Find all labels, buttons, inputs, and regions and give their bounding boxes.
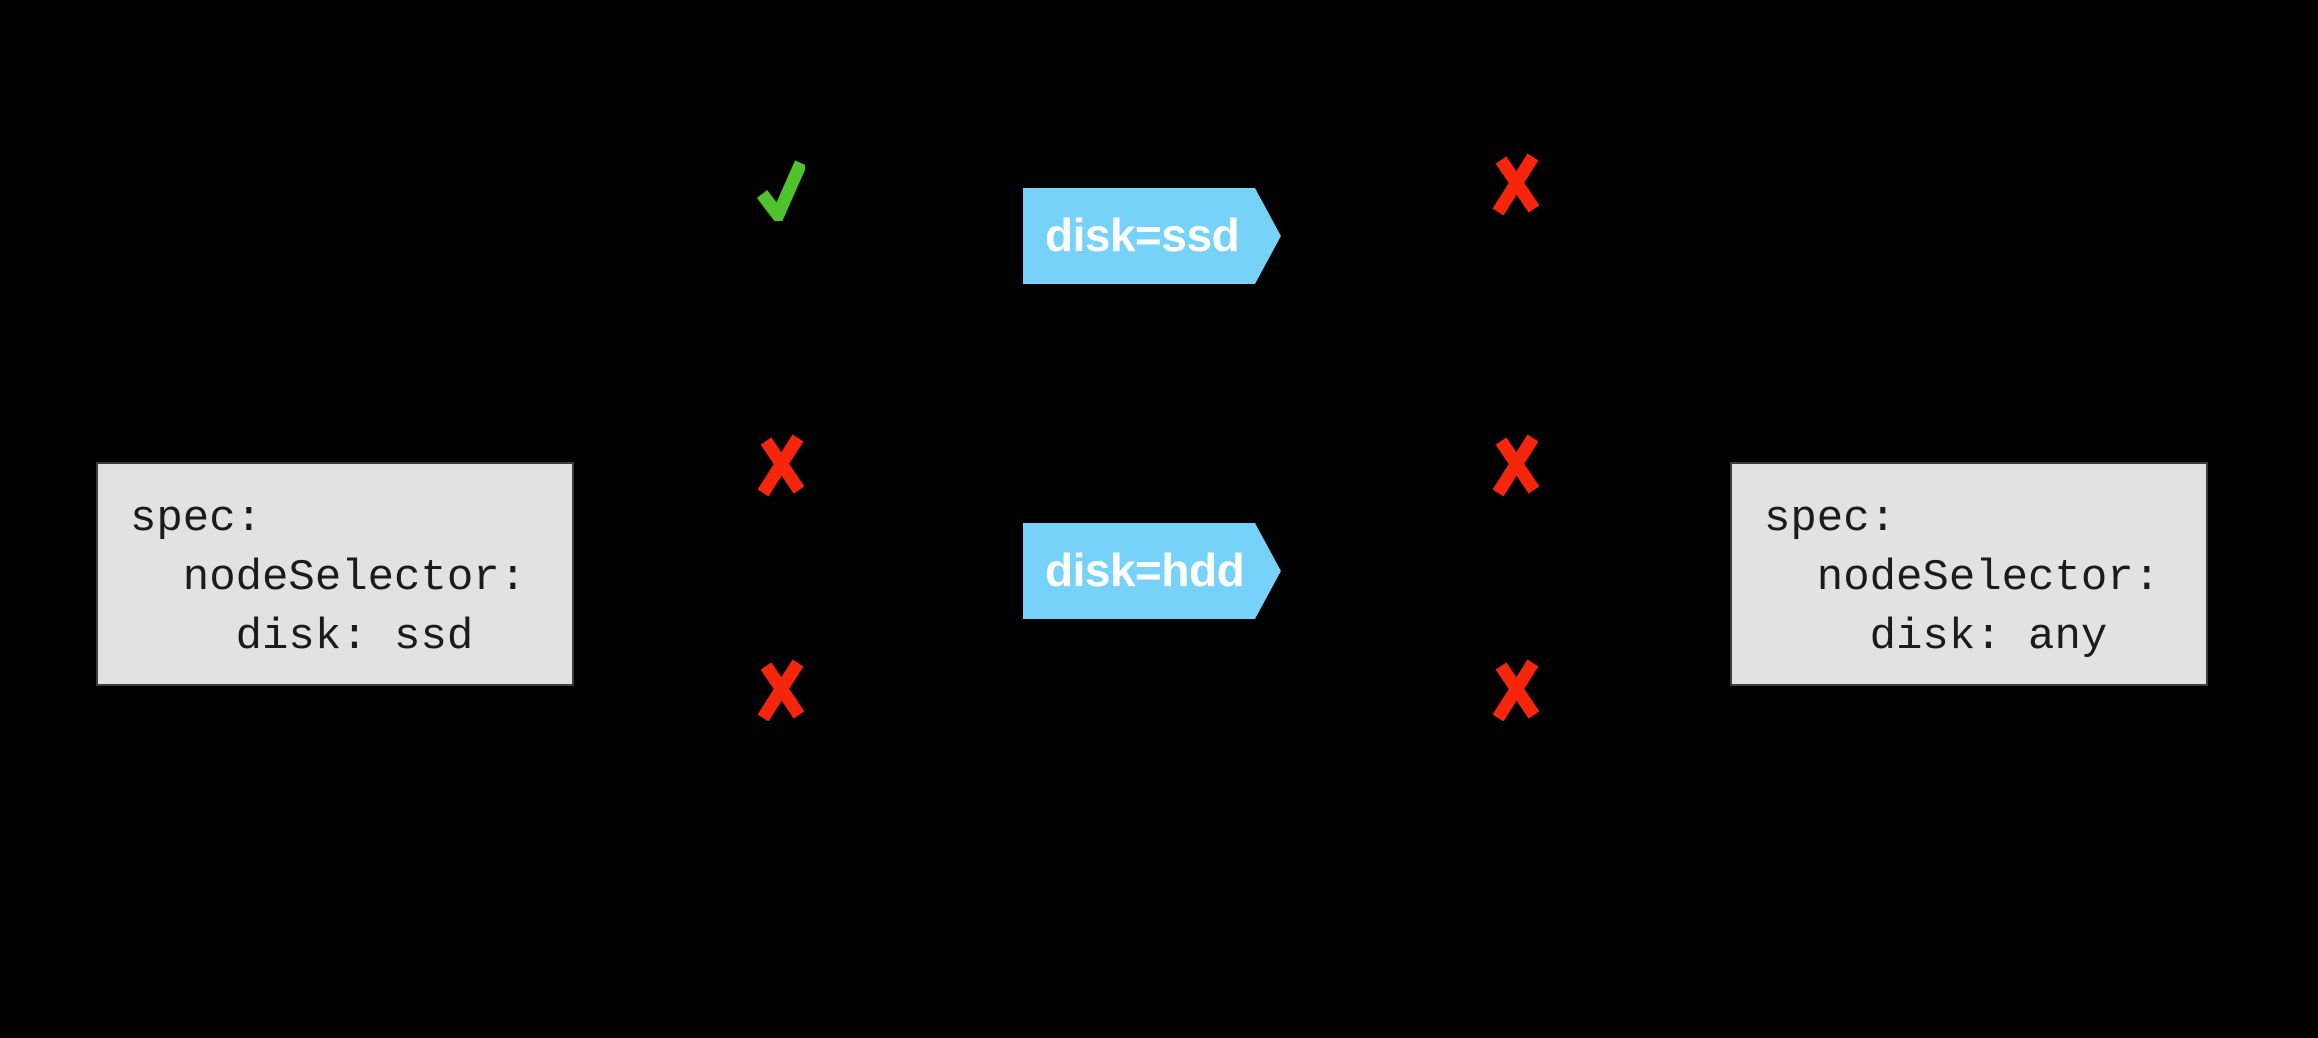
match-mark-left-bottom xyxy=(757,657,805,721)
pod-spec-code-right: spec: nodeSelector: disk: any xyxy=(1764,494,2161,662)
pod-spec-box-right: spec: nodeSelector: disk: any xyxy=(1730,462,2208,686)
node-label-ssd-text: disk=ssd xyxy=(1045,209,1240,261)
match-mark-left-top xyxy=(757,157,805,221)
node-label-hdd-text: disk=hdd xyxy=(1045,544,1245,596)
node-label-ssd: disk=ssd xyxy=(1023,188,1281,284)
cross-icon xyxy=(1492,434,1540,496)
match-mark-right-bottom xyxy=(1492,657,1540,721)
cross-icon xyxy=(1492,659,1540,721)
match-mark-right-top xyxy=(1492,151,1540,215)
check-icon xyxy=(757,160,805,221)
cross-icon xyxy=(757,659,805,721)
match-mark-left-middle xyxy=(757,432,805,496)
pod-spec-box-left: spec: nodeSelector: disk: ssd xyxy=(96,462,574,686)
cross-icon xyxy=(757,434,805,496)
node-label-hdd: disk=hdd xyxy=(1023,523,1281,619)
cross-icon xyxy=(1492,153,1540,215)
pod-spec-code-left: spec: nodeSelector: disk: ssd xyxy=(130,494,527,662)
match-mark-right-middle xyxy=(1492,432,1540,496)
